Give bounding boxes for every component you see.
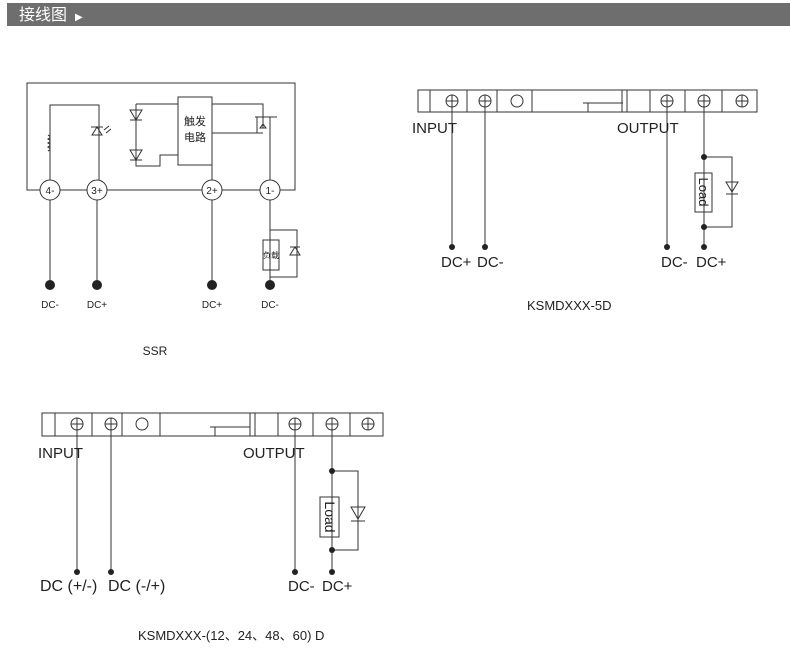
section-header: 接线图 ▶ <box>7 3 790 26</box>
ssr-diagram: 触发 电路 4- 3+ 2+ 1- 负载 DC- DC+ DC+ DC- SSR <box>26 82 301 358</box>
dc-label: DC+ <box>322 578 353 595</box>
dc-label: DC (-/+) <box>108 578 165 595</box>
trigger-label: 触发 <box>184 114 206 128</box>
terminal-label: 1- <box>266 186 275 197</box>
mosfet-icon <box>211 103 277 180</box>
dc-label: DC- <box>661 254 688 271</box>
ksmd-5d-caption: KSMDXXX-5D <box>527 298 612 313</box>
load-box <box>694 172 713 213</box>
dc-label: DC- <box>261 300 279 311</box>
terminal-label: 4- <box>46 186 55 197</box>
load-label: 负载 <box>263 250 279 260</box>
trigger-circuit-box <box>177 96 213 166</box>
input-label: INPUT <box>38 445 83 462</box>
input-label: INPUT <box>412 120 457 137</box>
dc-label: DC- <box>288 578 315 595</box>
terminal-label: 2+ <box>206 186 218 197</box>
load-label: Load <box>696 178 711 207</box>
resistor-icon <box>46 134 51 152</box>
led-icon <box>91 125 112 136</box>
relay-strip <box>41 412 384 437</box>
dc-label: DC+ <box>441 254 472 271</box>
load-label: Load <box>322 501 338 532</box>
ksmd-d-diagram: Load INPUT OUTPUT DC (+/-) DC (-/+) DC- … <box>38 412 384 643</box>
dc-label: DC- <box>477 254 504 271</box>
dc-label: DC+ <box>696 254 727 271</box>
output-label: OUTPUT <box>617 120 679 137</box>
dc-label: DC- <box>41 300 59 311</box>
dc-label: DC+ <box>202 300 222 311</box>
dc-label: DC (+/-) <box>40 578 97 595</box>
trigger-label: 电路 <box>184 131 206 144</box>
section-title: 接线图 <box>19 5 68 24</box>
triangle-right-icon: ▶ <box>75 12 83 23</box>
load-box <box>319 496 340 538</box>
ksmd-5d-diagram: Load INPUT OUTPUT DC+ DC- DC- DC+ KSMDXX… <box>412 89 758 313</box>
output-label: OUTPUT <box>243 445 305 462</box>
dc-label: DC+ <box>87 300 107 311</box>
diode-pair-icon <box>129 103 178 167</box>
terminal-label: 3+ <box>91 186 103 197</box>
ksmd-d-caption: KSMDXXX-(12、24、48、60) D <box>138 628 324 643</box>
ssr-caption: SSR <box>143 344 168 358</box>
load-box <box>262 239 280 271</box>
